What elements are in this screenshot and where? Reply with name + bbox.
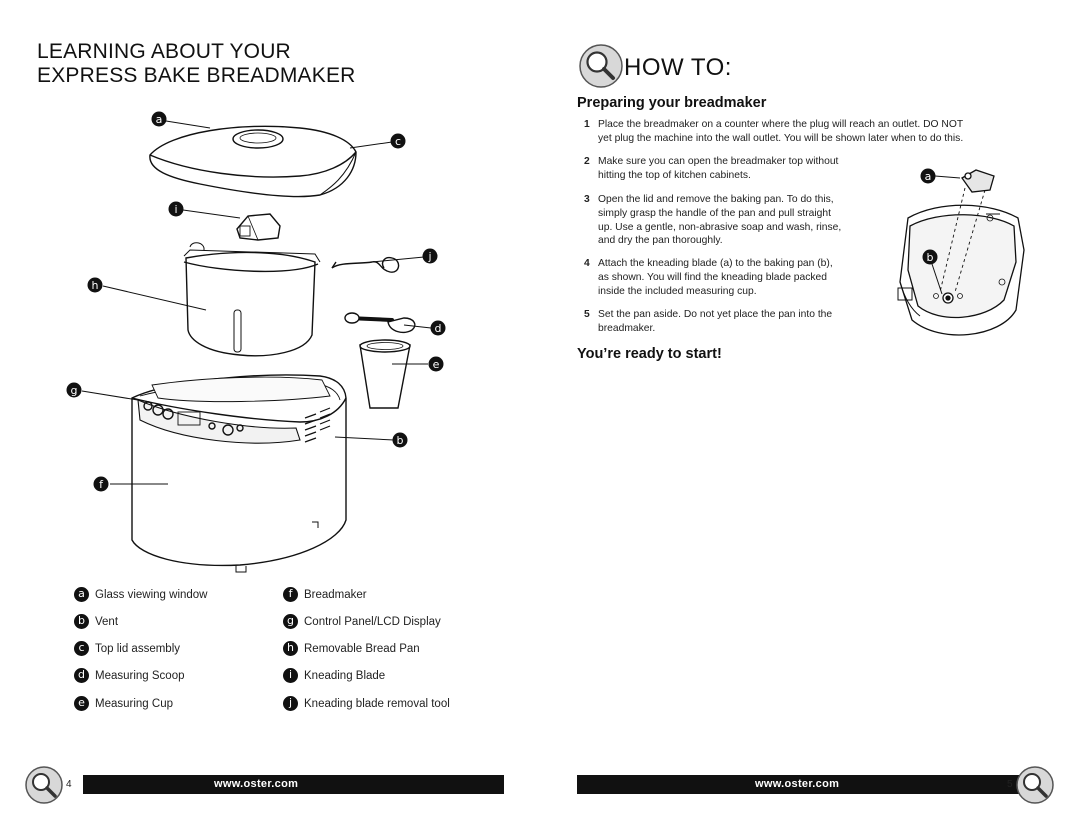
svg-text:j: j	[427, 250, 431, 263]
footer-bar: www.oster.com	[577, 775, 1023, 794]
step-line: Place the breadmaker on a counter where …	[598, 119, 964, 130]
step-1: 1 Place the breadmaker on a counter wher…	[584, 118, 1028, 146]
legend-label: Measuring Scoop	[95, 670, 185, 682]
step-number: 5	[584, 309, 590, 320]
svg-text:d: d	[435, 322, 442, 335]
svg-text:a: a	[156, 113, 163, 126]
page-number: 5	[1007, 779, 1013, 790]
legend-letter: f	[283, 587, 298, 602]
legend-letter: i	[283, 668, 298, 683]
svg-text:a: a	[925, 170, 932, 183]
svg-text:c: c	[395, 135, 401, 148]
step-line: Make sure you can open the breadmaker to…	[598, 156, 839, 167]
step-number: 3	[584, 194, 590, 205]
footer-url[interactable]: www.oster.com	[755, 778, 840, 790]
step-number: 4	[584, 258, 590, 269]
legend-label: Kneading Blade	[304, 670, 386, 682]
step-line: hitting the top of kitchen cabinets.	[598, 169, 751, 181]
legend-letter: d	[74, 668, 89, 683]
step-5: 5 Set the pan aside. Do not yet place th…	[584, 308, 888, 336]
legend-label: Breadmaker	[304, 589, 367, 601]
step-line: yet plug the machine into the wall outle…	[598, 132, 964, 144]
svg-text:b: b	[927, 251, 934, 264]
footer-bar: www.oster.com	[83, 775, 504, 794]
magnifier-icon	[25, 766, 63, 804]
legend-letter: j	[283, 696, 298, 711]
step-line: as shown. You will find the kneading bla…	[598, 271, 827, 283]
step-number: 2	[584, 156, 590, 167]
section-heading: HOW TO:	[624, 54, 732, 81]
svg-text:e: e	[433, 358, 440, 371]
legend-letter: h	[283, 641, 298, 656]
magnifier-icon	[579, 44, 623, 88]
legend-label: Kneading blade removal tool	[304, 698, 450, 710]
svg-text:i: i	[174, 203, 177, 216]
page-title: LEARNING ABOUT YOUR EXPRESS BAKE BREADMA…	[37, 40, 356, 88]
svg-text:b: b	[397, 434, 404, 447]
step-4: 4 Attach the kneading blade (a) to the b…	[584, 257, 888, 298]
step-line: Open the lid and remove the baking pan. …	[598, 194, 834, 205]
legend-label: Vent	[95, 616, 119, 628]
step-line: inside the included measuring cup.	[598, 285, 757, 297]
step-3: 3 Open the lid and remove the baking pan…	[584, 193, 888, 248]
page-number: 4	[66, 779, 72, 790]
legend-letter: g	[283, 614, 298, 629]
legend-letter: c	[74, 641, 89, 656]
svg-text:h: h	[92, 279, 99, 292]
step-line: and dry the pan thoroughly.	[598, 235, 723, 247]
legend-letter: b	[74, 614, 89, 629]
step-number: 1	[584, 119, 590, 130]
legend-label: Top lid assembly	[95, 643, 181, 655]
footer-url[interactable]: www.oster.com	[214, 778, 299, 790]
legend-label: Glass viewing window	[95, 589, 208, 601]
step-line: simply grasp the handle of the pan and p…	[598, 207, 831, 219]
svg-text:g: g	[71, 384, 78, 397]
legend-label: Removable Bread Pan	[304, 643, 420, 655]
step-line: breadmaker.	[598, 322, 656, 334]
section-title-preparing: Preparing your breadmaker	[577, 95, 767, 111]
legend-letter: e	[74, 696, 89, 711]
title-line-2: EXPRESS BAKE BREADMAKER	[37, 64, 356, 87]
step-2: 2 Make sure you can open the breadmaker …	[584, 155, 888, 183]
breadmaker-exploded-diagram: a c i j h d e g b f	[66, 111, 446, 573]
baking-pan-illustration: a b	[897, 168, 1025, 336]
title-line-1: LEARNING ABOUT YOUR	[37, 40, 291, 63]
section-title-ready: You’re ready to start!	[577, 346, 722, 362]
svg-text:f: f	[99, 478, 104, 491]
legend-label: Control Panel/LCD Display	[304, 616, 441, 628]
legend-label: Measuring Cup	[95, 698, 173, 710]
legend-letter: a	[74, 587, 89, 602]
step-line: Set the pan aside. Do not yet place the …	[598, 309, 833, 320]
magnifier-icon	[1016, 766, 1054, 804]
step-line: Attach the kneading blade (a) to the bak…	[598, 258, 833, 269]
step-line: up. Use a gentle, non-abrasive soap and …	[598, 221, 842, 233]
